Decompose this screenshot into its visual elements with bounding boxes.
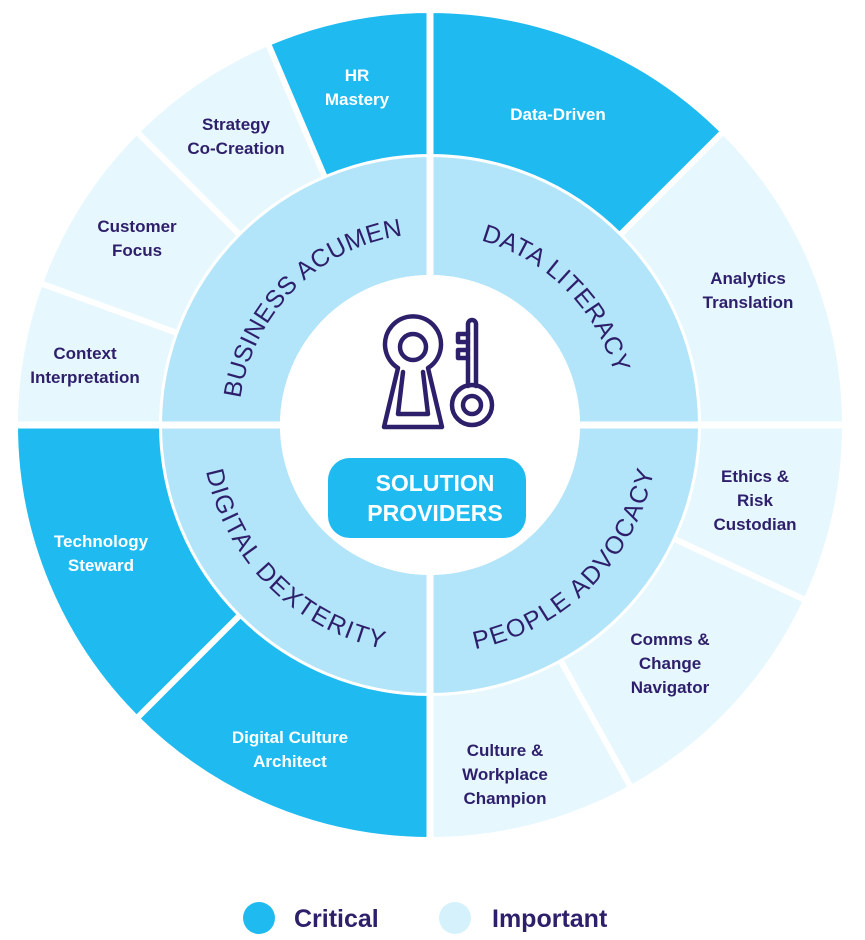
center-title-line2: PROVIDERS <box>367 500 502 526</box>
segment-label-line: Workplace <box>462 765 548 784</box>
segment-label-line: Navigator <box>631 678 710 697</box>
segment-label: HR Mastery <box>325 66 390 109</box>
keyhole-key-icon <box>381 314 495 430</box>
segment-label-line: Strategy <box>202 115 271 134</box>
inner-ring-segment <box>430 157 698 425</box>
legend-swatch-important <box>439 902 471 934</box>
segment-label-line: Analytics <box>710 269 786 288</box>
segment-label-line: Interpretation <box>30 368 140 387</box>
segment-label-line: Co-Creation <box>187 139 284 158</box>
segment-label-line: Technology <box>54 532 149 551</box>
segment-label-line: Context <box>53 344 117 363</box>
center-badge: SOLUTION PROVIDERS <box>328 458 526 538</box>
segment-label-line: Focus <box>112 241 162 260</box>
center-title-line1: SOLUTION <box>376 470 495 496</box>
segment-label-line: Risk <box>737 491 773 510</box>
segment-label-line: Steward <box>68 556 134 575</box>
segment-label-line: Change <box>639 654 701 673</box>
inner-ring-segment <box>430 425 698 693</box>
segment-label-line: Architect <box>253 752 327 771</box>
legend-label-important: Important <box>492 905 608 933</box>
segment-label-line: HR <box>345 66 370 85</box>
segment-label-line: Translation <box>703 293 794 312</box>
segment-label-line: Custodian <box>713 515 796 534</box>
segment-label-line: Champion <box>463 789 546 808</box>
segment-label-line: Data-Driven <box>510 105 605 124</box>
segment-label-line: Comms & <box>630 630 709 649</box>
legend-swatch-critical <box>243 902 275 934</box>
legend: Critical Important <box>243 902 608 934</box>
inner-ring-segment <box>162 425 430 693</box>
legend-label-critical: Critical <box>294 905 379 933</box>
inner-ring-segment <box>162 157 430 425</box>
segment-label-line: Mastery <box>325 90 390 109</box>
segment-label-line: Ethics & <box>721 467 789 486</box>
segment-label-line: Culture & <box>467 741 544 760</box>
segment-label: Data-Driven <box>510 105 605 124</box>
segment-label-line: Customer <box>97 217 177 236</box>
segment-label-line: Digital Culture <box>232 728 348 747</box>
